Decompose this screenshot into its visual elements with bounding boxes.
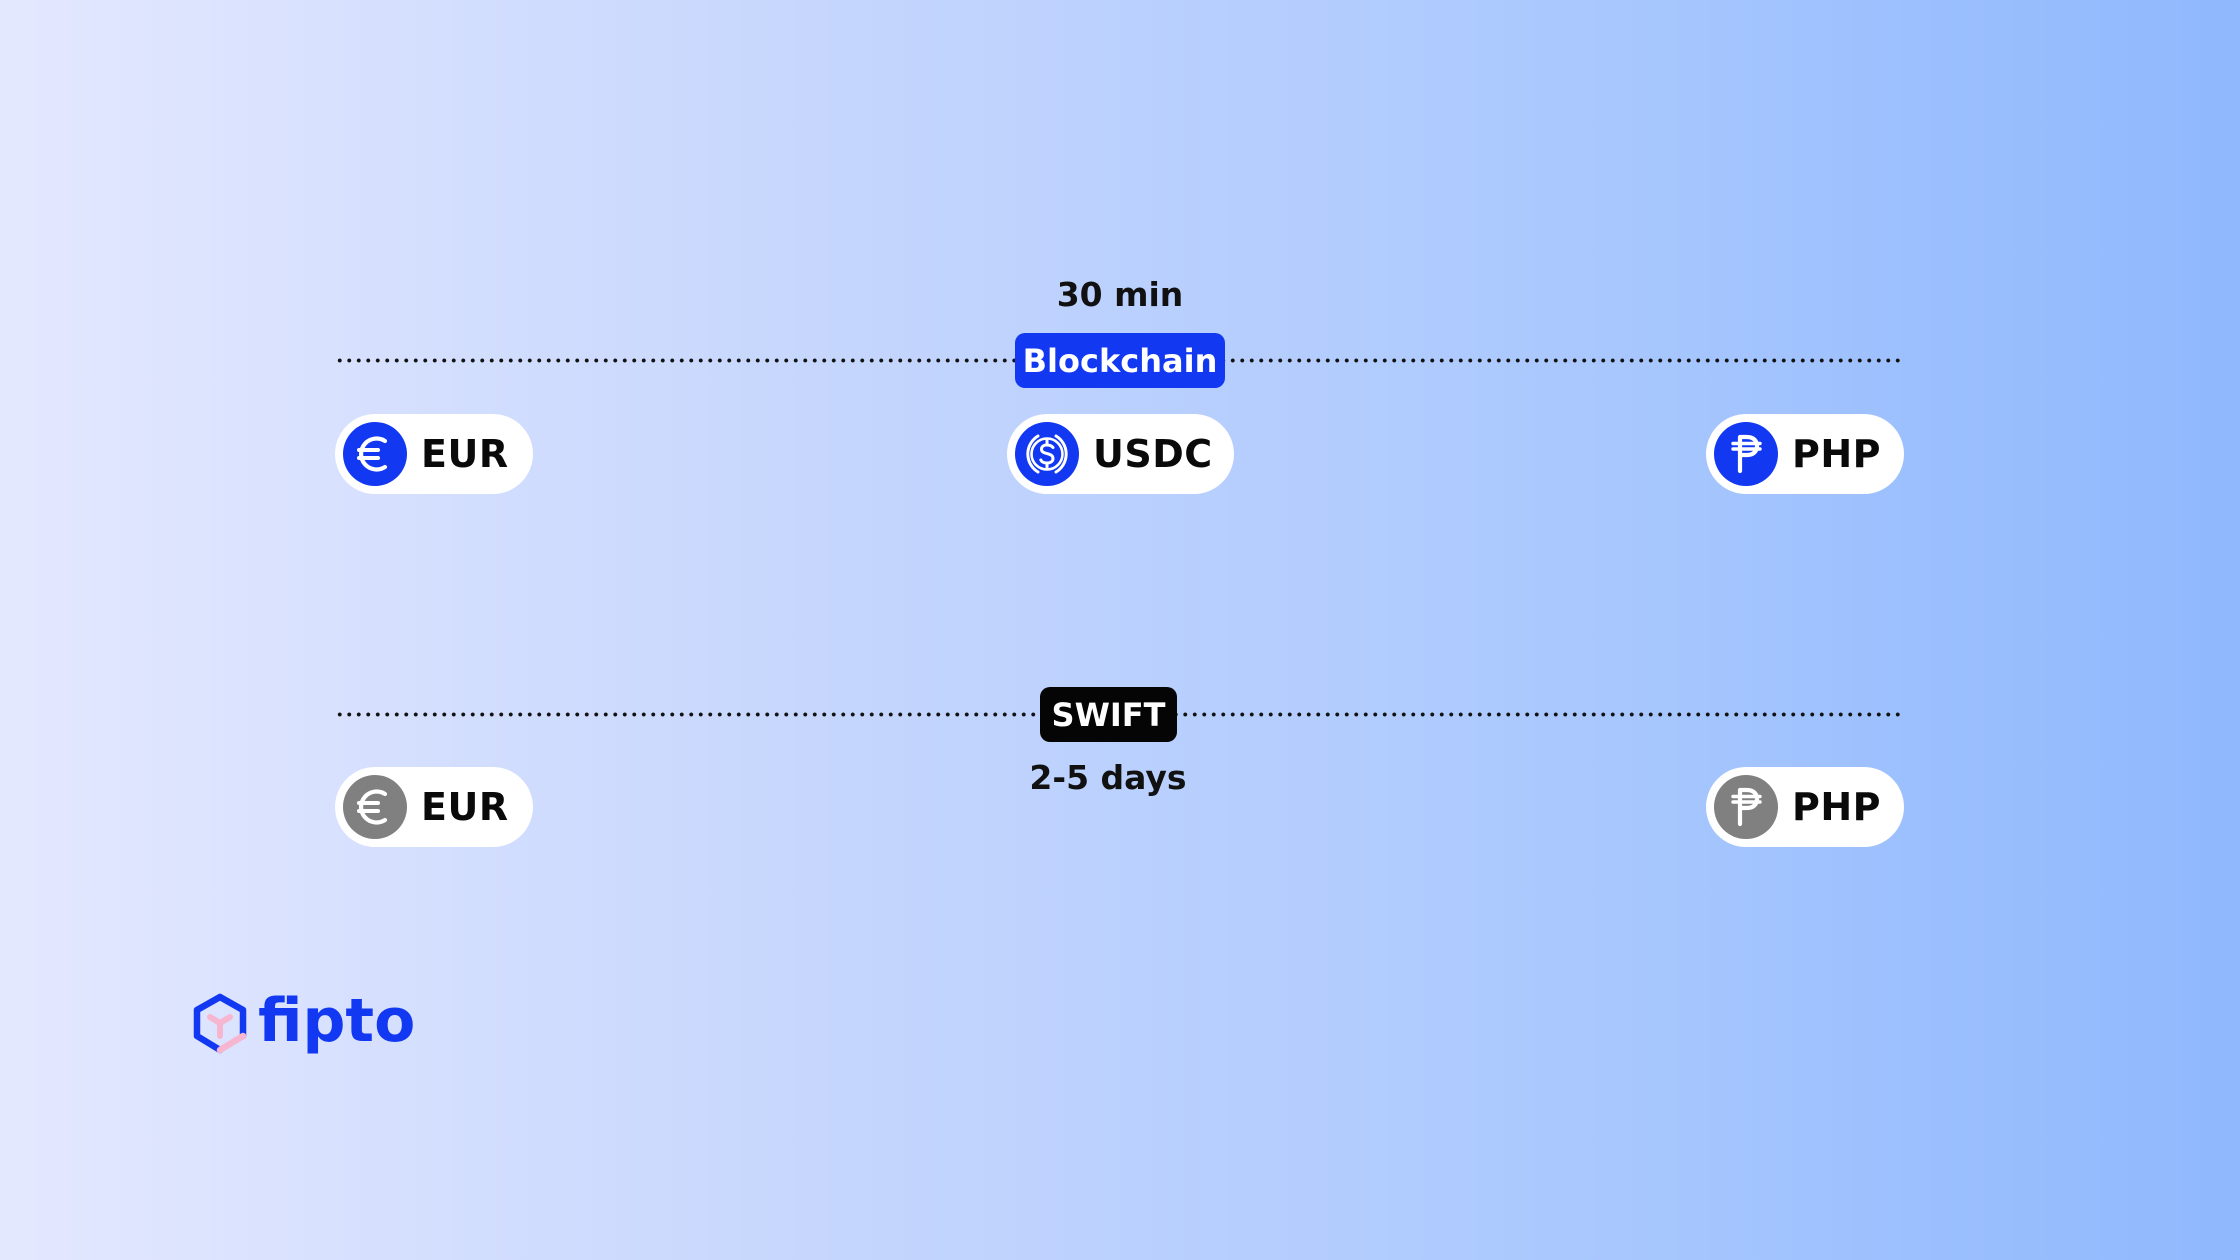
currency-label-php: PHP: [1792, 785, 1882, 829]
fipto-cube-logo-icon: [193, 993, 247, 1054]
blockchain-duration: 30 min: [1056, 275, 1184, 314]
blockchain-destination-php: PHP: [1706, 414, 1904, 494]
brand-wordmark: fipto: [258, 986, 416, 1056]
currency-label-php: PHP: [1792, 432, 1882, 476]
swift-badge: SWIFT: [1040, 687, 1177, 742]
blockchain-badge: Blockchain: [1015, 333, 1225, 388]
blockchain-intermediate-usdc: USDC: [1007, 414, 1234, 494]
peso-coin-icon: [1714, 422, 1778, 486]
usdc-coin-icon: [1015, 422, 1079, 486]
blockchain-source-eur: EUR: [335, 414, 533, 494]
currency-label-eur: EUR: [421, 432, 509, 476]
euro-coin-icon: [343, 775, 407, 839]
currency-label-usdc: USDC: [1093, 432, 1213, 476]
swift-source-eur: EUR: [335, 767, 533, 847]
euro-coin-icon: [343, 422, 407, 486]
fipto-logo: fipto: [190, 986, 416, 1058]
currency-label-eur: EUR: [421, 785, 509, 829]
swift-duration: 2-5 days: [1029, 758, 1187, 797]
peso-coin-icon: [1714, 775, 1778, 839]
swift-destination-php: PHP: [1706, 767, 1904, 847]
